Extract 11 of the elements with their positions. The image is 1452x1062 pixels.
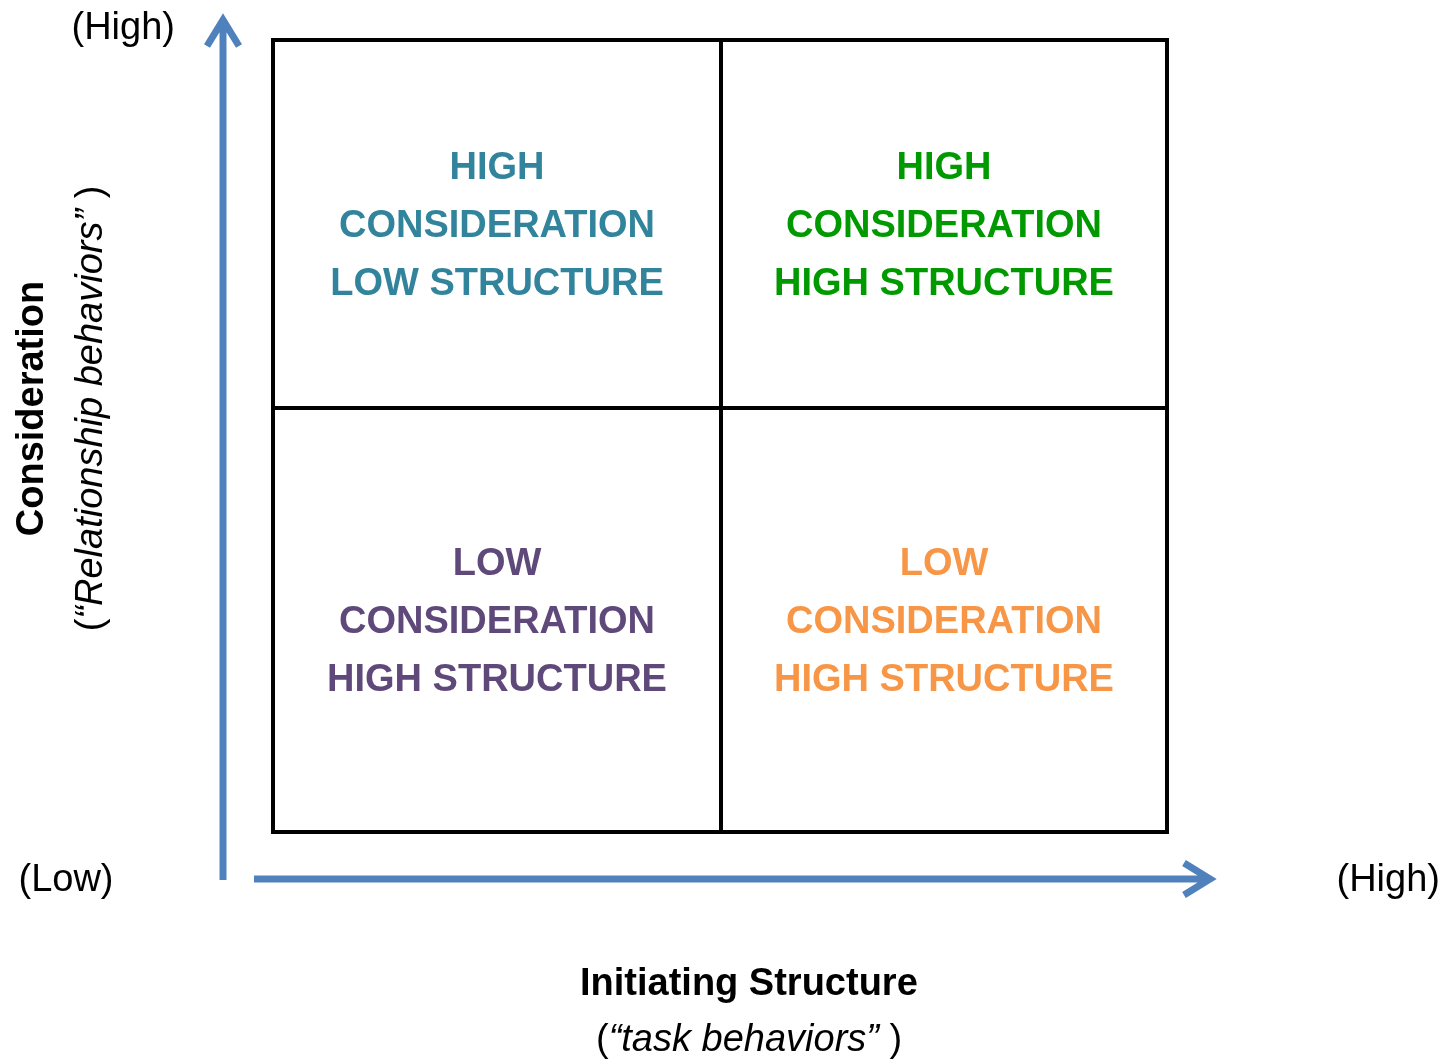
axis-end-label: (Low) [18, 856, 114, 900]
quadrant-label: HIGH CONSIDERATION LOW STRUCTURE [329, 144, 665, 305]
axis-title: Consideration [8, 280, 52, 536]
quadrant-label: LOW CONSIDERATION HIGH STRUCTURE [326, 540, 668, 701]
axis-subtitle: (“task behaviors” ) [596, 1016, 903, 1060]
quadrant-label: LOW CONSIDERATION HIGH STRUCTURE [773, 540, 1115, 701]
axis-end-label: (High) [71, 4, 175, 48]
axis-title: Initiating Structure [580, 960, 918, 1004]
axis-end-label: (High) [1336, 856, 1440, 900]
axis-subtitle: (“Relationship behaviors” ) [68, 185, 112, 631]
quadrant-label: HIGH CONSIDERATION HIGH STRUCTURE [773, 144, 1115, 305]
